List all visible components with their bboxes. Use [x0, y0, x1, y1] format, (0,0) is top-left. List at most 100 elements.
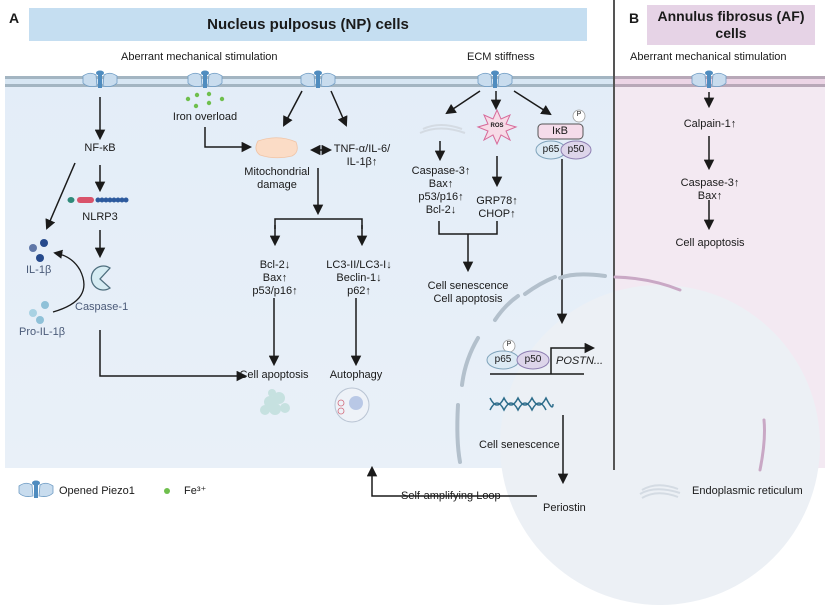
arrow-piezo-cytokines — [330, 90, 348, 127]
af-title-line2: cells — [715, 25, 747, 41]
marker-bax-er: Bax↑ — [428, 178, 454, 190]
marker-p62: p62↑ — [347, 285, 371, 297]
dna-helix-icon — [489, 396, 554, 412]
legend-piezo-label: Opened Piezo1 — [59, 485, 135, 497]
piezo1-channel-1 — [82, 70, 118, 89]
ecm-stiffness: ECM stiffness — [467, 51, 535, 63]
arrow-iron-mito — [204, 127, 253, 153]
p50-label: p50 — [567, 144, 585, 155]
ros-icon — [476, 108, 518, 146]
af-marker-caspase3: Caspase-3↑ — [680, 177, 740, 189]
merge-bracket — [438, 221, 498, 235]
caspase1-icon — [90, 265, 112, 291]
marker-bcl2-er: Bcl-2↓ — [425, 204, 457, 216]
legend-piezo-icon — [18, 480, 54, 499]
nfkb-label: NF-κB — [84, 142, 116, 154]
arrow-piezo-mito — [283, 90, 303, 127]
piezo1-channel-2 — [187, 70, 223, 89]
endoplasmic-reticulum-icon — [419, 124, 466, 134]
p65-label: p65 — [542, 144, 560, 155]
np-title: Nucleus pulposus (NP) cells — [207, 16, 409, 33]
autophagy-markers: LC3-II/LC3-I↓ Beclin-1↓ p62↑ — [326, 259, 391, 298]
np-header: Nucleus pulposus (NP) cells — [29, 8, 587, 41]
marker-bcl2: Bcl-2↓ — [259, 259, 291, 271]
nuclear-senescence-label: Cell senescence — [479, 439, 560, 451]
mito-damage-line1: Mitochondrial — [244, 166, 310, 178]
cytokines-line1: TNF-α/IL-6/ — [333, 143, 391, 155]
caspase1-label: Caspase-1 — [75, 301, 129, 313]
af-calpain-label: Calpain-1↑ — [683, 118, 737, 130]
transcription-arrow — [550, 342, 596, 374]
marker-chop: CHOP↑ — [478, 208, 516, 220]
piezo1-channel-3 — [300, 70, 336, 89]
cytokines-label: TNF-α/IL-6/ IL-1β↑ — [334, 143, 390, 169]
split-bracket — [274, 218, 363, 229]
ikb-label: IκB — [552, 125, 568, 137]
self-amplifying-loop-label: Self-amplifying Loop — [401, 490, 501, 502]
legend-er-label: Endoplasmic reticulum — [692, 485, 803, 497]
nuclear-envelope — [455, 272, 607, 464]
mitochondrion-icon — [255, 137, 298, 159]
marker-p53p16-er: p53/p16↑ — [418, 191, 464, 203]
ikb-box — [537, 123, 584, 140]
nuclear-phospho-label: P — [506, 341, 512, 348]
il1b-label: IL-1β — [26, 264, 52, 276]
grp78-chop: GRP78↑ CHOP↑ — [476, 195, 518, 221]
arrow-ecm-ikb — [513, 90, 552, 116]
marker-beclin1: Beclin-1↓ — [336, 272, 382, 284]
autophagy-cell-icon — [334, 387, 370, 423]
nuclear-nfkb — [486, 339, 550, 370]
pro-il1b-molecules — [29, 301, 49, 324]
nlrp3-label: NLRP3 — [82, 211, 118, 223]
postn-gene-label: POSTN... — [556, 355, 604, 367]
af-header: Annulus fibrosus (AF) cells — [647, 5, 815, 45]
nlrp3-protein — [67, 197, 129, 203]
af-marker-bax: Bax↑ — [697, 190, 723, 202]
er-stress-markers: Caspase-3↑ Bax↑ p53/p16↑ Bcl-2↓ — [412, 165, 471, 217]
ikb-complex — [535, 109, 592, 160]
self-amplifying-loop-arrow — [366, 465, 537, 497]
legend-fe-icon — [164, 488, 170, 494]
af-title-line1: Annulus fibrosus (AF) — [657, 8, 805, 24]
piezo1-channel-af — [691, 70, 727, 89]
nuclear-p50-label: p50 — [524, 354, 542, 365]
marker-p53p16: p53/p16↑ — [252, 285, 298, 297]
senescence-line: Cell senescence — [427, 280, 509, 292]
pro-il1b-label: Pro-IL-1β — [19, 326, 66, 338]
af-nuclear-envelope — [613, 275, 766, 472]
autophagy-label: Autophagy — [329, 369, 383, 381]
periostin-label: Periostin — [543, 502, 586, 514]
af-mechanical-stimulus: Aberrant mechanical stimulation — [630, 51, 787, 63]
cell-apoptosis-label: Cell apoptosis — [239, 369, 309, 381]
marker-lc3: LC3-II/LC3-I↓ — [326, 259, 392, 271]
legend-fe-label: Fe³⁺ — [184, 485, 207, 497]
iron-overload-label: Iron overload — [172, 111, 238, 123]
af-markers: Caspase-3↑ Bax↑ — [681, 177, 740, 203]
cytokines-line2: IL-1β↑ — [346, 156, 378, 168]
p50-subunit — [560, 140, 592, 160]
mito-damage-label: Mitochondrial damage — [244, 166, 309, 192]
apoptosis-line: Cell apoptosis — [433, 293, 503, 305]
mito-damage-line2: damage — [257, 179, 297, 191]
nuclear-p50 — [516, 350, 550, 370]
piezo1-channel-4 — [477, 70, 513, 89]
apoptotic-cell-icon — [260, 389, 290, 415]
il1b-molecules — [29, 239, 48, 262]
marker-caspase3: Caspase-3↑ — [411, 165, 471, 177]
marker-bax: Bax↑ — [262, 272, 288, 284]
senescence-apoptosis: Cell senescence Cell apoptosis — [428, 280, 509, 306]
phospho-badge — [572, 109, 586, 123]
arrow-processing — [52, 249, 85, 313]
marker-grp78: GRP78↑ — [476, 195, 518, 207]
panel-b-label: B — [629, 10, 640, 26]
phospho-label: P — [576, 111, 582, 118]
af-apoptosis-label: Cell apoptosis — [675, 237, 745, 249]
arrow-nfkb-il1b — [45, 162, 76, 230]
np-mechanical-stimulus: Aberrant mechanical stimulation — [121, 51, 278, 63]
arrow-caspase1-apoptosis — [99, 330, 248, 382]
arrow-ecm-er — [445, 90, 481, 115]
nuclear-p65-label: p65 — [494, 354, 512, 365]
pathway-diagram — [5, 70, 825, 499]
legend-er-icon — [639, 484, 681, 499]
apoptosis-markers: Bcl-2↓ Bax↑ p53/p16↑ — [252, 259, 297, 298]
